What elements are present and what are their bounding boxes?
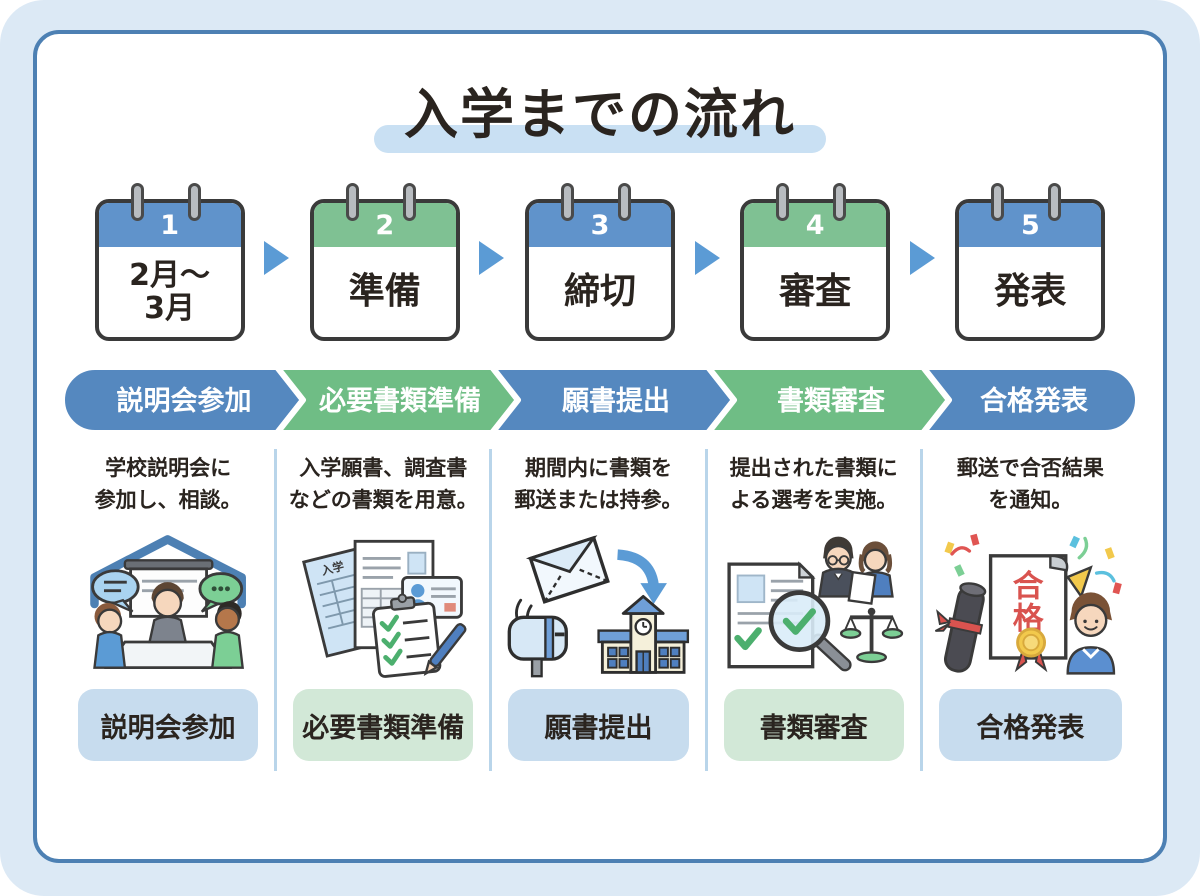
pass-illustration: 合 格 xyxy=(927,523,1134,685)
step-column-3: 期間内に書類を 郵送または持参。 xyxy=(492,449,708,771)
step-description: 学校説明会に 参加し、相談。 xyxy=(94,456,242,512)
arrow-right-icon xyxy=(479,241,505,275)
binder-ring-icon xyxy=(345,183,359,221)
banner-step-3 xyxy=(489,367,737,433)
step-column-4: 提出された書類に よる選考を実施。 xyxy=(708,449,923,771)
calendar-label: 審査 xyxy=(779,271,852,313)
calendar-body: 4 審査 xyxy=(740,199,891,341)
pass-stamp-char: 合 xyxy=(1013,568,1044,604)
step-column-2: 入学願書、調査書 などの書類を用意。 入学 xyxy=(277,449,493,771)
binder-ring-icon xyxy=(560,183,574,221)
student-icon xyxy=(1066,592,1115,675)
binder-ring-icon xyxy=(1048,183,1062,221)
calendar-number: 2 xyxy=(313,203,456,247)
page-title-text: 入学までの流れ xyxy=(404,83,796,146)
step-description: 提出された書類に よる選考を実施。 xyxy=(729,456,898,512)
pass-illustration-icon: 合 格 xyxy=(934,533,1122,675)
banner-step-5 xyxy=(920,367,1138,433)
calendar-body: 5 発表 xyxy=(955,199,1106,341)
calendar-step-5: 5 発表 xyxy=(955,183,1106,341)
calendar-step-4: 4 審査 xyxy=(740,183,891,341)
calendar-body: 2 準備 xyxy=(309,199,460,341)
party-cone-icon xyxy=(1065,565,1093,599)
banner-label: 説明会参加 xyxy=(117,385,252,417)
calendar-number: 4 xyxy=(744,203,887,247)
calendar-body: 1 2月〜 3月 xyxy=(94,199,245,341)
application-doc-title: 入学 xyxy=(319,559,345,578)
calendar-number: 5 xyxy=(959,203,1102,247)
process-banner: 説明会参加 必要書類準備 願書提出 書類審査 合格発表 xyxy=(62,367,1138,433)
calendar-number: 3 xyxy=(528,203,671,247)
step-description: 入学願書、調査書 などの書類を用意。 xyxy=(288,456,478,512)
step-label: 願書提出 xyxy=(508,689,689,761)
checklist-icon xyxy=(372,593,442,678)
banner-label: 必要書類準備 xyxy=(319,385,481,417)
banner-step-2 xyxy=(274,367,521,433)
banner-label: 合格発表 xyxy=(980,385,1088,417)
step-description: 期間内に書類を 郵送または持参。 xyxy=(514,456,683,512)
step-column-5: 郵送で合否結果 を通知。 xyxy=(923,449,1138,771)
documents-illustration-icon: 入学 xyxy=(302,539,467,678)
binder-ring-icon xyxy=(187,183,201,221)
banner-label: 書類審査 xyxy=(777,386,885,417)
calendar-step-1: 1 2月〜 3月 xyxy=(94,183,245,341)
page-title: 入学までの流れ xyxy=(374,70,826,153)
arrow-down-icon xyxy=(640,583,668,604)
step-label: 必要書類準備 xyxy=(293,689,474,761)
step-column-1: 学校説明会に 参加し、相談。 xyxy=(62,449,278,771)
mailing-illustration xyxy=(496,523,700,685)
binder-ring-icon xyxy=(617,183,631,221)
binder-ring-icon xyxy=(402,183,416,221)
step-label: 説明会参加 xyxy=(78,689,259,761)
arrow-right-icon xyxy=(909,241,935,275)
step-columns: 学校説明会に 参加し、相談。 xyxy=(62,449,1138,771)
banner-step-1 xyxy=(62,367,306,433)
mailbox-icon xyxy=(508,615,569,678)
step-label: 合格発表 xyxy=(938,689,1122,761)
calendar-label: 準備 xyxy=(348,271,421,313)
pass-certificate-icon: 合 格 xyxy=(988,554,1069,673)
calendar-label: 発表 xyxy=(994,271,1067,313)
arrow-right-icon xyxy=(694,241,720,275)
banner-step-4 xyxy=(705,367,952,433)
school-building-icon xyxy=(597,594,690,674)
binder-ring-icon xyxy=(130,183,144,221)
binder-ring-icon xyxy=(833,183,847,221)
step-description: 郵送で合否結果 を通知。 xyxy=(956,456,1104,512)
confetti-icon xyxy=(944,533,1122,595)
pen-icon xyxy=(423,623,467,676)
arrow-right-icon xyxy=(264,241,290,275)
step-label: 書類審査 xyxy=(723,689,904,761)
screening-illustration-icon xyxy=(727,536,903,672)
screening-illustration xyxy=(712,523,916,685)
calendar-step-3: 3 締切 xyxy=(524,183,675,341)
title-area: 入学までの流れ xyxy=(37,70,1163,153)
envelope-icon xyxy=(526,535,611,604)
banner-label: 願書提出 xyxy=(562,386,670,417)
meeting-illustration-icon xyxy=(90,535,246,670)
calendar-number: 1 xyxy=(98,203,241,247)
infographic-card: 入学までの流れ 1 2月〜 3月 2 準備 3 締切 xyxy=(33,30,1167,863)
calendar-label: 2月〜 3月 xyxy=(129,258,211,326)
scales-icon xyxy=(839,607,903,664)
meeting-illustration xyxy=(66,523,270,685)
diploma-icon xyxy=(934,582,987,673)
binder-ring-icon xyxy=(991,183,1005,221)
calendar-body: 3 締切 xyxy=(524,199,675,341)
process-banner-graphic: 説明会参加 必要書類準備 願書提出 書類審査 合格発表 xyxy=(62,367,1138,433)
binder-ring-icon xyxy=(776,183,790,221)
calendar-step-2: 2 準備 xyxy=(309,183,460,341)
documents-illustration: 入学 xyxy=(281,523,485,685)
title-underline xyxy=(374,125,826,153)
calendar-label: 締切 xyxy=(563,271,636,313)
magnifier-icon xyxy=(768,590,852,672)
mailing-illustration-icon xyxy=(508,535,690,678)
calendar-row: 1 2月〜 3月 2 準備 3 締切 4 審査 xyxy=(62,183,1138,341)
